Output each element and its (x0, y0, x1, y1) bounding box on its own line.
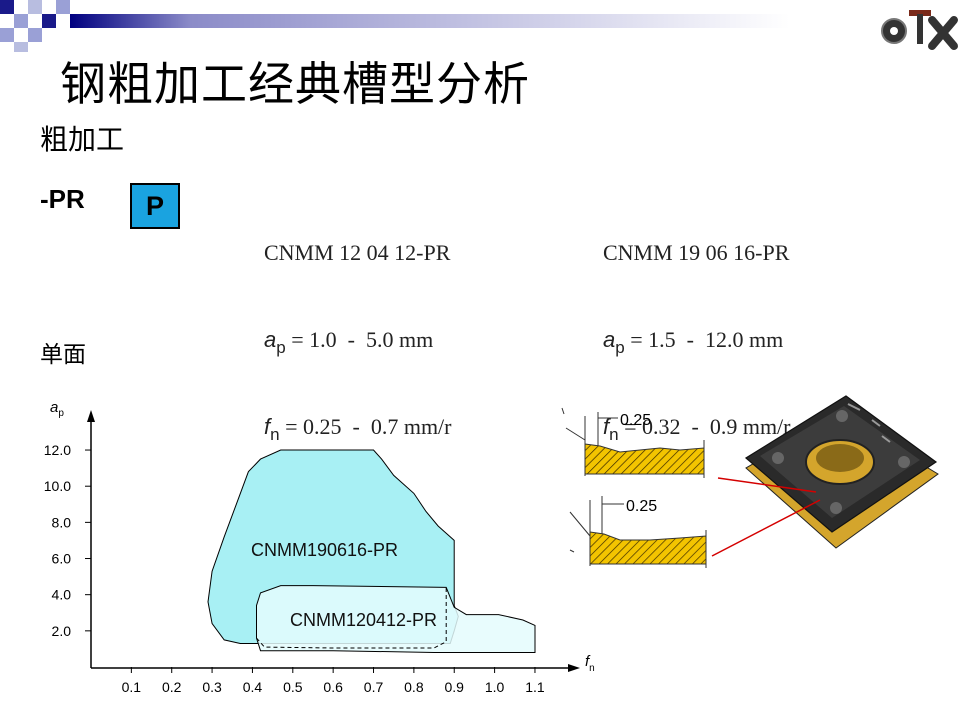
spec-fn-line: fn = 0.25 - 0.7 mm/r (264, 412, 452, 444)
y-tick-label: 6.0 (52, 551, 72, 567)
insert-edge-highlight (847, 403, 891, 443)
x-axis-symbol: f (585, 653, 591, 670)
insert-illustration (744, 395, 939, 549)
x-tick-label: 1.0 (485, 679, 505, 695)
decor-gradient-bar (70, 14, 870, 28)
y-ticks: 2.0 4.0 6.0 8.0 10.0 12.0 (44, 442, 91, 639)
y-tick-label: 10.0 (44, 478, 71, 494)
region-small-hidden-edge (256, 587, 447, 649)
profile-bottom: 0.25 (569, 496, 707, 568)
insert-chipbreaker-icon (836, 410, 848, 422)
x-tick-label: 0.1 (122, 679, 142, 695)
spec-ap-line: ap = 1.0 - 5.0 mm (264, 325, 452, 357)
x-tick-label: 0.8 (404, 679, 424, 695)
material-badge: P (130, 183, 180, 229)
y-tick-label: 2.0 (52, 623, 72, 639)
hatched-profile (589, 531, 707, 565)
x-ticks: 0.1 0.2 0.3 0.4 0.5 0.6 0.7 0.8 0.9 1.0 1.1 (122, 667, 545, 695)
region-small (256, 585, 536, 653)
x-tick-label: 0.9 (445, 679, 465, 695)
ap-range: = 1.5 - 12.0 mm (624, 327, 784, 352)
decor-square (42, 14, 56, 28)
series-label-small: CNMM120412-PR (290, 610, 437, 630)
y-axis-label: ap (50, 399, 64, 419)
ap-symbol: a (264, 327, 277, 352)
decor-square (0, 0, 14, 14)
dimension-label: 0.25 (620, 412, 651, 429)
ap-sub: p (276, 338, 286, 357)
decor-square (28, 0, 42, 14)
spec-name: CNMM 12 04 12-PR (264, 240, 451, 265)
dim-line (569, 511, 591, 537)
x-tick-label: 0.7 (364, 679, 384, 695)
y-axis-arrow (87, 410, 95, 422)
ap-symbol: a (603, 327, 616, 352)
dimension-label: 0.25 (626, 498, 657, 515)
ap-range: = 1.0 - 5.0 mm (285, 327, 434, 352)
decor-square (56, 0, 70, 14)
decor-square (28, 28, 42, 42)
x-axis-label: fn (585, 653, 595, 674)
x-axis-arrow (568, 664, 580, 672)
fn-sub: n (270, 425, 280, 444)
leader-line (711, 499, 821, 557)
x-tick-label: 1.1 (525, 679, 545, 695)
decor-square (14, 14, 28, 28)
x-tick-label: 0.4 (243, 679, 263, 695)
hatched-profile (584, 443, 705, 475)
fn-sub: n (609, 425, 619, 444)
y-tick-label: 8.0 (52, 514, 72, 530)
x-tick-label: 0.2 (162, 679, 182, 695)
insert-chipbreaker-icon (772, 452, 784, 464)
insert-chipbreaker-icon (898, 456, 910, 468)
section-label: 单面 (40, 342, 86, 368)
profile-top: 0.25 (561, 407, 705, 478)
chart-regions (207, 449, 536, 653)
fn-symbol: f (603, 414, 610, 439)
spec-block-1: CNMM 12 04 12-PR ap = 1.0 - 5.0 mm fn = … (264, 180, 452, 470)
y-axis-symbol: a (50, 399, 58, 416)
slide-subtitle: 粗加工 (40, 123, 125, 156)
y-tick-label: 4.0 (52, 587, 72, 603)
fn-symbol: f (264, 414, 271, 439)
decor-square (14, 42, 28, 52)
spec-name: CNMM 19 06 16-PR (603, 240, 790, 265)
company-logo-icon (881, 10, 958, 50)
dim-tick (561, 407, 565, 415)
x-tick-label: 0.6 (323, 679, 343, 695)
slide-title: 钢粗加工经典槽型分析 (60, 57, 530, 111)
decor-square (0, 28, 14, 42)
x-tick-label: 0.3 (202, 679, 222, 695)
x-tick-label: 0.5 (283, 679, 303, 695)
dim-tick (569, 549, 575, 553)
top-decor-bar (0, 0, 958, 52)
x-axis-sub: n (589, 663, 595, 674)
fn-range: = 0.25 - 0.7 mm/r (279, 414, 452, 439)
y-tick-label: 12.0 (44, 442, 71, 458)
insert-hole-inner (816, 444, 864, 472)
insert-chipbreaker-icon (830, 502, 842, 514)
dim-line (565, 427, 586, 441)
spec-ap-line: ap = 1.5 - 12.0 mm (603, 325, 791, 357)
series-label-large: CNMM190616-PR (251, 540, 398, 560)
leader-line (717, 477, 817, 493)
ap-sub: p (615, 338, 625, 357)
geometry-label: -PR (40, 184, 85, 214)
y-axis-sub: p (58, 408, 64, 419)
